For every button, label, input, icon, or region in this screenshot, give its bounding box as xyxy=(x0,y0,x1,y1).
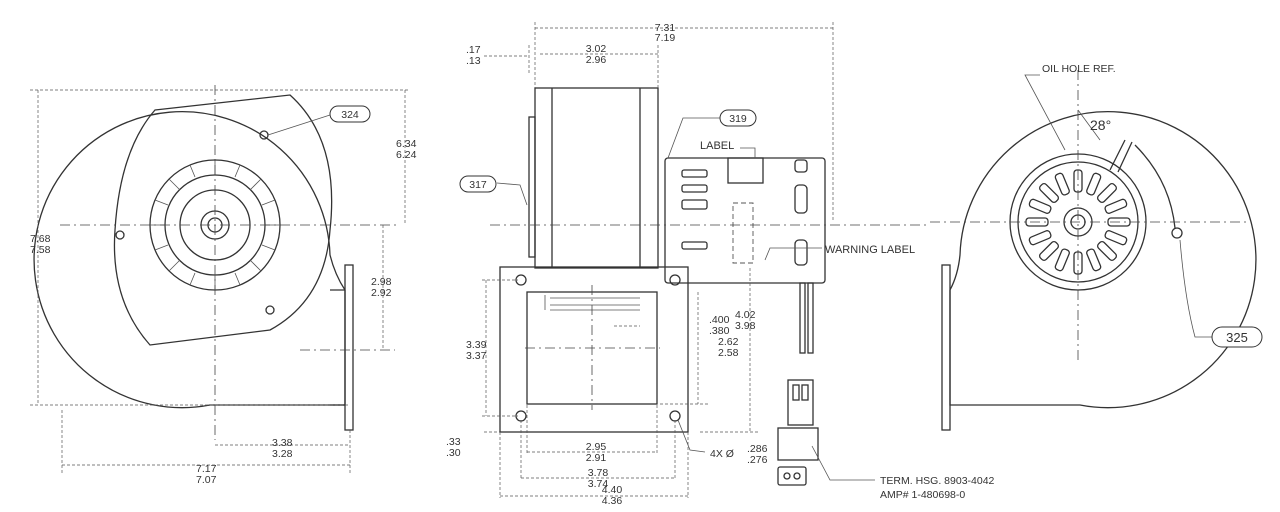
callout-324 xyxy=(329,105,371,123)
dim-hole-spacing-h-min: 3.74 xyxy=(588,478,609,490)
dim-bottom-offset: .33 xyxy=(446,436,461,448)
callout-325-text: 325 xyxy=(1226,330,1248,345)
vent-slot xyxy=(1096,182,1118,204)
dim-overall-height: 7.68 xyxy=(30,233,51,245)
dim-outlet-center-min: 3.28 xyxy=(272,448,293,460)
side-view: 7.31 7.19 .17 .13 3.02 2.96 319 LABEL 31… xyxy=(446,22,995,507)
dim-hole-spacing-v-min: 3.37 xyxy=(466,350,487,362)
vent-slot xyxy=(1086,172,1102,196)
vent-slot xyxy=(1054,172,1070,196)
front-view: 324 7.68 7.58 6.34 6.24 2.98 2.92 3.38 3… xyxy=(30,85,417,486)
dim-housing-width-min: 2.96 xyxy=(586,54,607,66)
dim-flange-width-min: 4.36 xyxy=(602,495,623,507)
dim-outlet-offset: 2.98 xyxy=(371,276,392,288)
vent-slot xyxy=(1028,230,1052,246)
dim-housing-width: 3.02 xyxy=(586,43,607,55)
vent-slot xyxy=(1054,248,1070,272)
dim-overall-height-min: 7.58 xyxy=(30,244,51,256)
dim-bottom-offset-min: .30 xyxy=(446,447,461,459)
dim-upper-height-min: 6.24 xyxy=(396,149,417,161)
dim-flange-offset: .17 xyxy=(466,44,481,56)
dim-outlet-width: 2.95 xyxy=(586,441,607,453)
connector-note-amp: AMP# 1-480698-0 xyxy=(880,489,965,501)
dim-outlet-height: 2.62 xyxy=(718,336,739,348)
warning-label-note: WARNING LABEL xyxy=(825,244,915,256)
vent-slot xyxy=(1096,240,1118,262)
angle-28: 28° xyxy=(1090,117,1111,133)
callout-324-text: 324 xyxy=(341,109,359,121)
dim-hole-spacing-v: 3.39 xyxy=(466,339,487,351)
vent-slot xyxy=(1086,248,1102,272)
dim-flange-height: 4.02 xyxy=(735,309,756,321)
callout-317-text: 317 xyxy=(469,179,487,191)
dim-overall-width: 7.17 xyxy=(196,463,217,475)
dim-outlet-height-min: 2.58 xyxy=(718,347,739,359)
dim-overall-depth: 7.31 xyxy=(655,22,676,34)
dim-flange-width: 4.40 xyxy=(602,484,623,496)
vent-slot xyxy=(1104,198,1128,214)
hole-note: 4X Ø xyxy=(710,448,734,460)
vent-slot xyxy=(1028,198,1052,214)
vent-slot xyxy=(1038,240,1060,262)
dim-hole-diameter: .286 xyxy=(747,443,768,455)
callout-319-text: 319 xyxy=(729,113,747,125)
oil-hole-note: OIL HOLE REF. xyxy=(1042,63,1116,75)
dim-inset: .400 xyxy=(709,314,730,326)
dim-inset-min: .380 xyxy=(709,325,730,337)
callout-319 xyxy=(719,109,757,127)
dim-outlet-width-min: 2.91 xyxy=(586,452,607,464)
label-note: LABEL xyxy=(700,140,734,152)
dim-overall-width-min: 7.07 xyxy=(196,474,217,486)
dim-outlet-offset-min: 2.92 xyxy=(371,287,392,299)
dim-overall-depth-min: 7.19 xyxy=(655,32,676,44)
vent-slot xyxy=(1104,230,1128,246)
callout-325 xyxy=(1211,326,1263,348)
dim-upper-height: 6.34 xyxy=(396,138,417,150)
dim-hole-spacing-h: 3.78 xyxy=(588,467,609,479)
connector-note-housing: TERM. HSG. 8903-4042 xyxy=(880,475,995,487)
dim-flange-height-min: 3.98 xyxy=(735,320,756,332)
dim-hole-diameter-min: .276 xyxy=(747,454,768,466)
vent-slot xyxy=(1038,182,1060,204)
rear-view: OIL HOLE REF. 28° 325 xyxy=(930,63,1263,431)
callout-317 xyxy=(459,175,497,193)
dim-flange-offset-min: .13 xyxy=(466,55,481,67)
dim-outlet-center: 3.38 xyxy=(272,437,293,449)
